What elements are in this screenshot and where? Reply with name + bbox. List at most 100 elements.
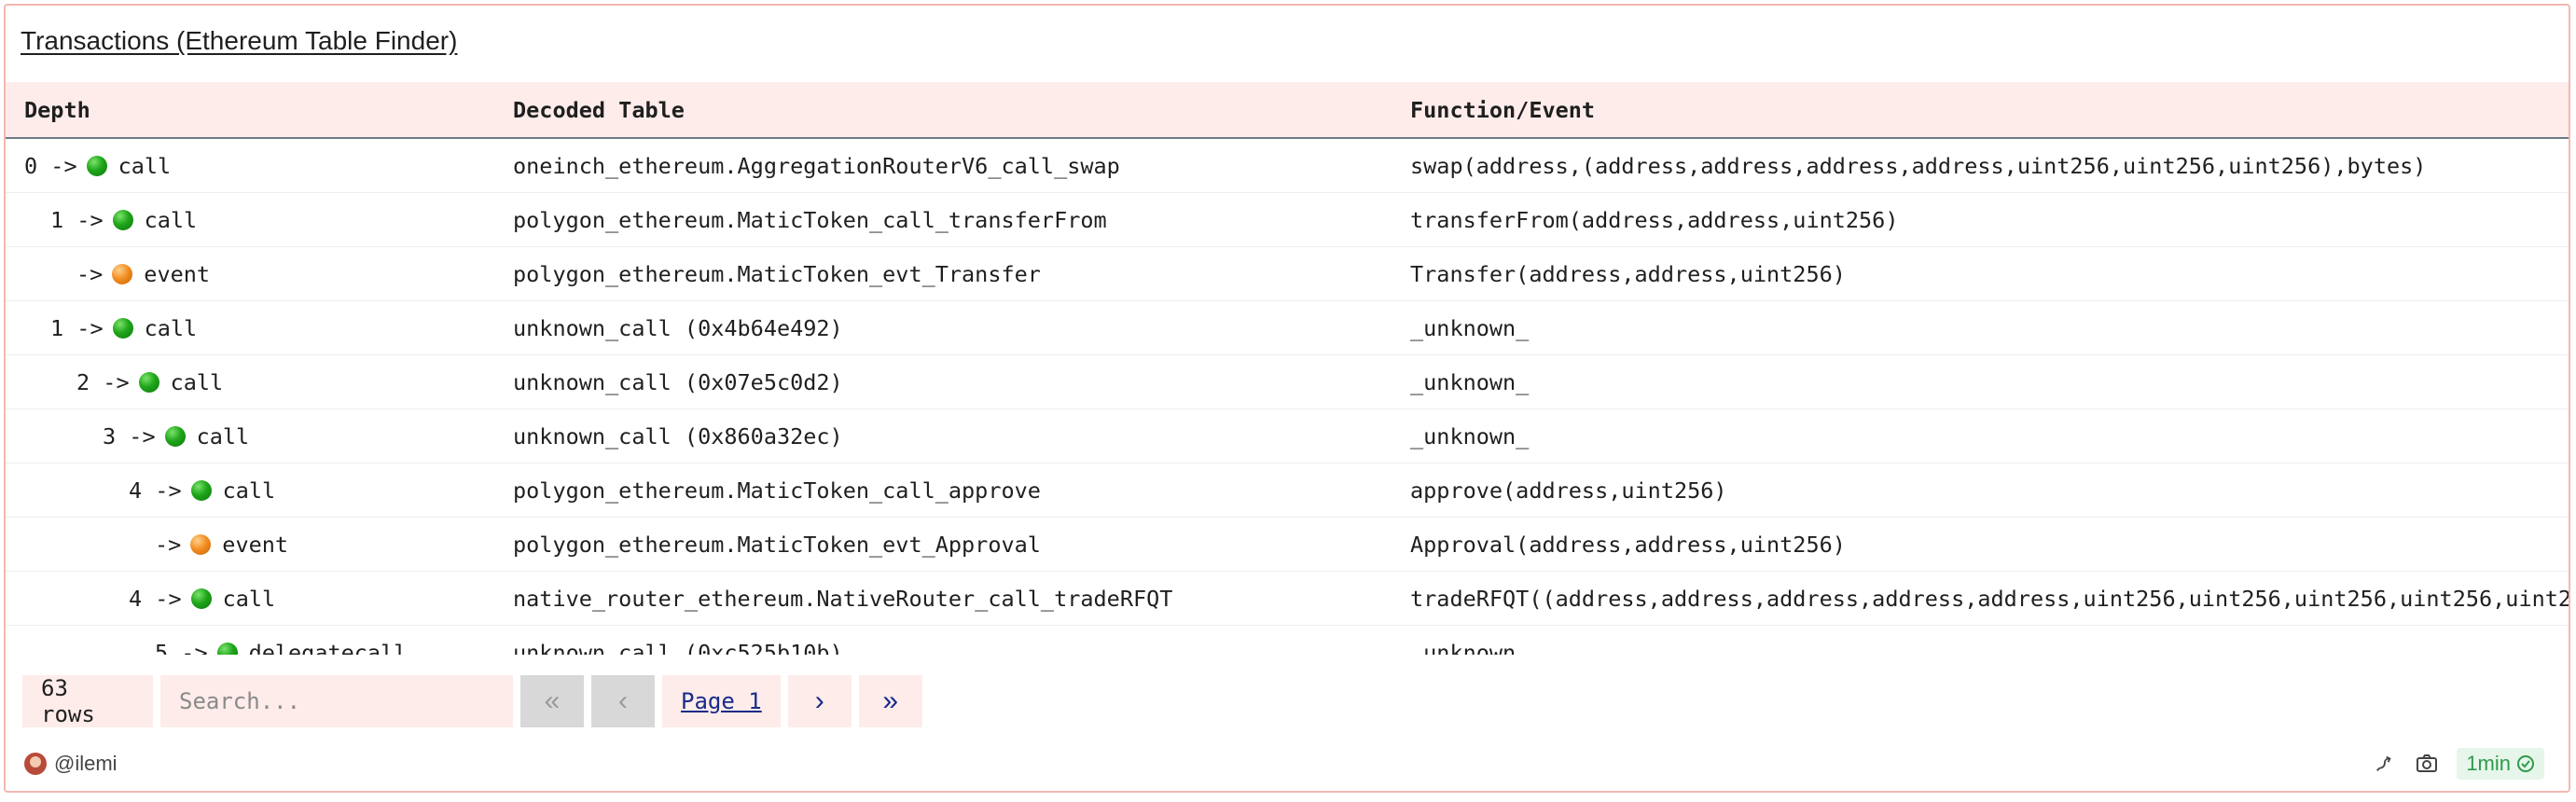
- panel-title[interactable]: Transactions (Ethereum Table Finder): [21, 26, 458, 55]
- column-header-depth[interactable]: Depth: [6, 82, 494, 139]
- depth-cell: 3 -> call: [6, 408, 494, 463]
- depth-prefix: 5 ->: [155, 639, 208, 656]
- avatar: [24, 753, 47, 775]
- table-header-row: Depth Decoded Table Function/Event: [6, 82, 2569, 139]
- depth-prefix: 3 ->: [103, 422, 156, 449]
- green-dot-icon: [112, 209, 133, 230]
- depth-cell: 4 -> call: [6, 463, 494, 518]
- depth-cell: 5 -> delegatecall: [6, 625, 494, 656]
- depth-prefix: 0 ->: [24, 152, 77, 179]
- decoded-table-cell: unknown_call (0x860a32ec): [494, 408, 1392, 463]
- depth-prefix: 1 ->: [50, 206, 104, 233]
- call-kind: call: [222, 477, 276, 504]
- decoded-table-cell: polygon_ethereum.MaticToken_call_approve: [494, 463, 1392, 518]
- table-row[interactable]: 1 -> call polygon_ethereum.MaticToken_call…: [6, 192, 2569, 247]
- first-page-button[interactable]: «: [520, 675, 584, 727]
- decoded-table-cell: unknown_call (0xc525b10b): [494, 625, 1392, 655]
- decoded-table-cell: polygon_ethereum.MaticToken_evt_Transfer: [494, 246, 1392, 301]
- column-header-function-event[interactable]: Function/Event: [1392, 82, 2569, 139]
- call-kind: call: [170, 368, 224, 395]
- search-input[interactable]: [160, 675, 513, 727]
- depth-cell: 1 -> call: [6, 300, 494, 355]
- refresh-icon[interactable]: [2371, 751, 2397, 777]
- check-circle-icon: [2517, 755, 2534, 772]
- chevron-right-icon: ›: [814, 685, 824, 716]
- decoded-table-cell: polygon_ethereum.MaticToken_call_transfe…: [494, 192, 1392, 247]
- function-event-cell: Transfer(address,address,uint256): [1392, 246, 2569, 301]
- table-row[interactable]: 4 -> call polygon_ethereum.MaticToken_call…: [6, 463, 2569, 518]
- double-chevron-right-icon: »: [882, 685, 899, 716]
- last-page-button[interactable]: »: [858, 675, 922, 727]
- depth-prefix: 2 ->: [76, 368, 130, 395]
- table-row[interactable]: -> event polygon_ethereum.MaticToken_evt_T…: [6, 246, 2569, 301]
- function-event-cell: tradeRFQT((address,address,address,addre…: [1392, 571, 2569, 626]
- orange-dot-icon: [190, 533, 212, 555]
- column-header-decoded-table[interactable]: Decoded Table: [494, 82, 1392, 139]
- decoded-table-cell: polygon_ethereum.MaticToken_evt_Approval: [494, 517, 1392, 572]
- table-footer: 63 rows « ‹ Page 1 › »: [22, 675, 922, 727]
- depth-prefix: 1 ->: [50, 314, 104, 341]
- table-row[interactable]: 5 -> delegatecall unknown_call (0xc525b10b…: [6, 625, 2569, 656]
- call-kind: event: [222, 531, 289, 558]
- table-row[interactable]: 0 -> call oneinch_ethereum.AggregationRout…: [6, 138, 2569, 193]
- panel-actions: 1min: [2371, 748, 2544, 780]
- depth-cell: -> event: [6, 517, 494, 572]
- table-body: 0 -> call oneinch_ethereum.AggregationRout…: [6, 138, 2569, 655]
- decoded-table-cell: native_router_ethereum.NativeRouter_call…: [494, 571, 1392, 626]
- call-kind: event: [144, 260, 211, 287]
- depth-prefix: ->: [76, 260, 104, 287]
- call-kind: call: [144, 206, 198, 233]
- author-link[interactable]: @ilemi: [24, 752, 118, 776]
- call-kind: call: [144, 314, 198, 341]
- green-dot-icon: [112, 317, 133, 339]
- double-chevron-left-icon: «: [544, 685, 561, 716]
- function-event-cell: _unknown_: [1392, 354, 2569, 409]
- function-event-cell: Approval(address,address,uint256): [1392, 517, 2569, 572]
- call-kind: call: [222, 585, 276, 612]
- orange-dot-icon: [112, 263, 133, 284]
- depth-cell: 4 -> call: [6, 571, 494, 626]
- freshness-badge[interactable]: 1min: [2457, 748, 2544, 780]
- freshness-text: 1min: [2466, 752, 2511, 775]
- table-row[interactable]: 2 -> call unknown_call (0x07e5c0d2)_unknow…: [6, 354, 2569, 409]
- green-dot-icon: [138, 371, 159, 393]
- chevron-left-icon: ‹: [618, 685, 628, 716]
- next-page-button[interactable]: ›: [787, 675, 852, 727]
- function-event-cell: approve(address,uint256): [1392, 463, 2569, 518]
- author-name: @ilemi: [54, 752, 118, 775]
- function-event-cell: _unknown_: [1392, 408, 2569, 463]
- table-row[interactable]: 3 -> call unknown_call (0x860a32ec)_unknow…: [6, 408, 2569, 463]
- function-event-cell: _unknown_: [1392, 300, 2569, 355]
- camera-icon[interactable]: [2414, 751, 2440, 777]
- page-indicator[interactable]: Page 1: [662, 675, 781, 727]
- depth-prefix: 4 ->: [129, 477, 182, 504]
- green-dot-icon: [164, 425, 186, 447]
- call-kind: delegatecall: [248, 639, 408, 656]
- row-count: 63 rows: [22, 675, 153, 727]
- decoded-table-cell: unknown_call (0x4b64e492): [494, 300, 1392, 355]
- call-kind: call: [196, 422, 250, 449]
- decoded-table-cell: oneinch_ethereum.AggregationRouterV6_cal…: [494, 138, 1392, 193]
- depth-cell: 2 -> call: [6, 354, 494, 409]
- depth-cell: 0 -> call: [6, 138, 494, 193]
- green-dot-icon: [190, 588, 212, 609]
- depth-prefix: ->: [155, 531, 182, 558]
- green-dot-icon: [216, 642, 238, 655]
- depth-cell: 1 -> call: [6, 192, 494, 247]
- depth-cell: -> event: [6, 246, 494, 301]
- green-dot-icon: [190, 479, 212, 501]
- green-dot-icon: [86, 155, 107, 176]
- decoded-table-cell: unknown_call (0x07e5c0d2): [494, 354, 1392, 409]
- depth-prefix: 4 ->: [129, 585, 182, 612]
- transactions-table: Depth Decoded Table Function/Event 0 -> c…: [6, 82, 2569, 655]
- previous-page-button[interactable]: ‹: [591, 675, 655, 727]
- table-row[interactable]: 1 -> call unknown_call (0x4b64e492)_unknow…: [6, 300, 2569, 355]
- function-event-cell: swap(address,(address,address,address,ad…: [1392, 138, 2569, 193]
- call-kind: call: [118, 152, 172, 179]
- table-row[interactable]: 4 -> call native_router_ethereum.NativeRou…: [6, 571, 2569, 626]
- function-event-cell: transferFrom(address,address,uint256): [1392, 192, 2569, 247]
- table-container[interactable]: Depth Decoded Table Function/Event 0 -> c…: [6, 82, 2569, 655]
- query-panel: Transactions (Ethereum Table Finder) Dep…: [4, 4, 2570, 793]
- function-event-cell: _unknown_: [1392, 625, 2569, 655]
- table-row[interactable]: -> event polygon_ethereum.MaticToken_evt_A…: [6, 517, 2569, 572]
